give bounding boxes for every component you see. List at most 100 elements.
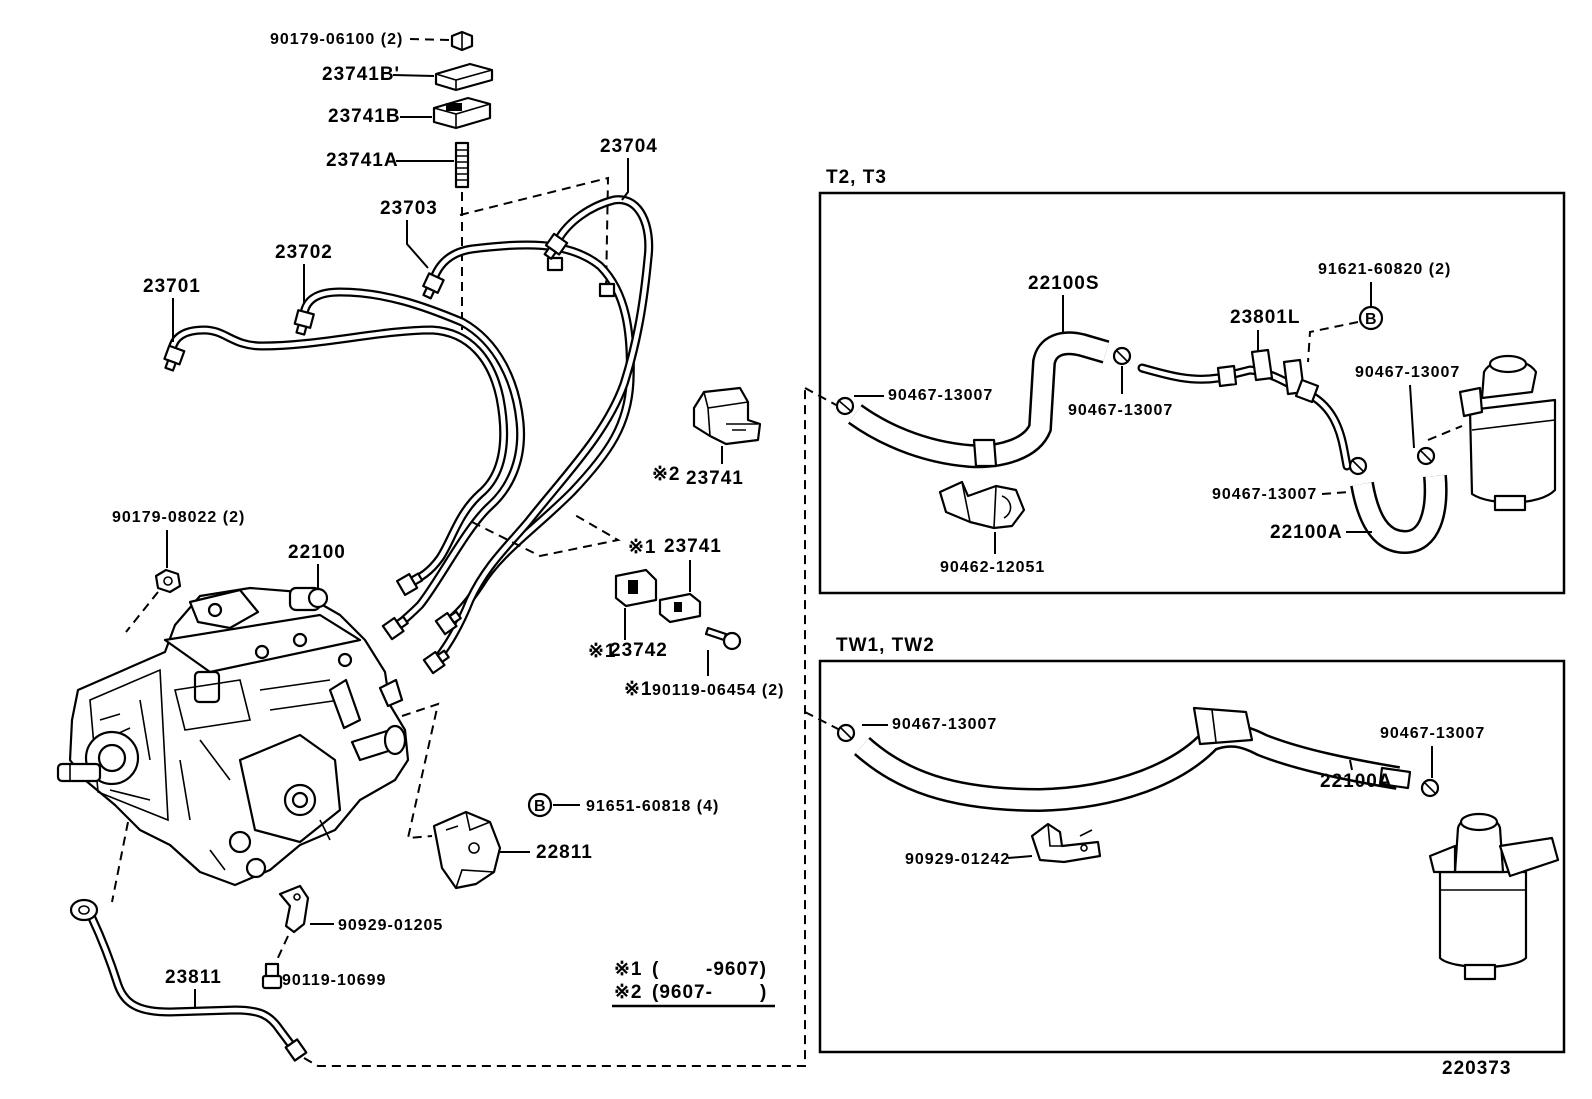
clamp-23741-mark1 <box>658 592 702 624</box>
clamp-23741b <box>432 96 492 130</box>
fitting-pipe-bottom-1 <box>395 572 424 597</box>
leader-hose-22100a-tw <box>1349 759 1353 771</box>
ref-b-t2: B <box>1358 305 1384 331</box>
fitting-pipe-bottom-2 <box>381 615 409 641</box>
label-mark2-clamp: ※2 <box>652 464 681 485</box>
label-pipe-23703: 23703 <box>380 198 438 219</box>
fuel-filter-tw <box>1428 812 1560 981</box>
top-nut <box>450 30 474 52</box>
label-nut-90179-08022: 90179-08022 (2) <box>112 509 245 526</box>
ref-b-bracket: B <box>527 792 553 818</box>
label-hose-22100a-t2: 22100A <box>1270 522 1343 543</box>
label-clamp-90462-12051: 90462-12051 <box>940 559 1045 576</box>
hose-22100a-tw <box>854 706 1412 813</box>
clamp-23741-mark2 <box>692 386 762 446</box>
label-bolt-91621-60820: 91621-60820 (2) <box>1318 261 1451 278</box>
label-pump-22100: 22100 <box>288 542 346 563</box>
label-clip-lower-t2: 90467-13007 <box>1212 486 1317 503</box>
hose-22100s <box>847 331 1110 469</box>
leader-clip-lower-t2 <box>1321 491 1351 495</box>
ref-b-bracket-letter: B <box>534 798 547 815</box>
dashed-return-line <box>303 386 806 1067</box>
clamp-90462-12051 <box>938 480 1026 530</box>
label-nut-top: 90179-06100 (2) <box>270 31 403 48</box>
label-mark1-clamp-23742: ※1 <box>588 641 617 662</box>
clamp-23741b-prime <box>434 62 494 92</box>
label-pipe-23701: 23701 <box>143 276 201 297</box>
tw1-tw2-box <box>818 659 1566 1054</box>
leader-pipe-23703 <box>406 220 429 269</box>
note2-mark: ※2 <box>614 982 643 1003</box>
label-clip-right-tw: 90467-13007 <box>1380 725 1485 742</box>
fitting-23701-top <box>163 344 186 372</box>
label-mark1-bolt: ※1 <box>624 679 653 700</box>
ref-b-t2-letter: B <box>1365 311 1378 328</box>
dashed-to-t2-box <box>804 387 839 407</box>
label-bolt-91651-60818: 91651-60818 (4) <box>586 798 719 815</box>
notes: ※1 ( -9607) ※2 (9607- ) <box>612 959 775 1008</box>
leader-clamp-23741b-prime <box>392 74 435 77</box>
leader-clip-right-t2 <box>1409 384 1415 449</box>
clamp-23742 <box>614 568 658 608</box>
leader-nut-top <box>409 38 451 41</box>
label-bolt-90119-10699: 90119-10699 <box>282 972 386 989</box>
bolt-90119-06454 <box>704 626 742 651</box>
label-clamp-23742: 23742 <box>610 640 668 661</box>
clip-right-tw <box>1420 778 1440 798</box>
note2-open: (9607- <box>652 982 713 1003</box>
label-clamp-23741-mark2: 23741 <box>686 468 744 489</box>
dashed-ref-b-t2 <box>1307 321 1359 363</box>
nut-90179-08022 <box>154 568 182 594</box>
dashed-pump-to-pipe <box>111 821 129 903</box>
clip-lower-t2 <box>1348 456 1368 476</box>
dashed-nut-to-pump <box>125 591 159 633</box>
label-bolt-90119-06454: 90119-06454 (2) <box>652 682 784 699</box>
injection-pipes <box>167 195 654 663</box>
fitting-23702-top <box>293 309 315 336</box>
pipe-clamp-small-2 <box>598 282 616 298</box>
note2-close: ) <box>760 982 767 1003</box>
label-clip-left-tw: 90467-13007 <box>892 716 997 733</box>
note1-close: -9607) <box>706 959 767 980</box>
fitting-pipe-bottom-3 <box>434 610 462 636</box>
label-bracket-22811: 22811 <box>536 842 593 863</box>
bracket-90929-01242 <box>1030 822 1102 864</box>
fitting-pipe-bottom-4 <box>422 649 450 675</box>
t2-t3-title: T2, T3 <box>826 167 887 188</box>
dashed-clamp-bolt <box>275 935 289 963</box>
label-pipe-23702: 23702 <box>275 242 333 263</box>
label-clamp-23741b-prime: 23741B' <box>322 64 400 85</box>
note1-mark: ※1 <box>614 959 643 980</box>
label-clamp-23741b: 23741B <box>328 106 401 127</box>
leader-pipe-23704 <box>621 158 629 201</box>
tw1-tw2-title: TW1, TW2 <box>836 635 935 656</box>
stud-23741a <box>454 141 470 189</box>
pipe-23811 <box>69 898 308 1062</box>
dashed-bracket-outline <box>401 702 440 840</box>
label-clip-left-t2: 90467-13007 <box>888 387 993 404</box>
bolt-90119-10699 <box>261 962 283 990</box>
note1-open: ( <box>652 959 659 980</box>
label-clip-middle-t2: 90467-13007 <box>1068 402 1173 419</box>
label-mark1-clamp-23741: ※1 <box>628 537 657 558</box>
label-stud-23741a: 23741A <box>326 150 399 171</box>
clip-left-t2 <box>835 396 855 416</box>
t2-t3-box <box>818 191 1566 595</box>
clip-right-t2 <box>1416 446 1436 466</box>
dashed-clip-to-filter-t2 <box>1427 425 1463 441</box>
dashed-to-tw-box <box>804 711 841 731</box>
fitting-23704-top <box>543 232 569 260</box>
hose-22100a-t2 <box>1350 475 1448 555</box>
bracket-22811 <box>432 810 502 890</box>
label-clip-right-t2: 90467-13007 <box>1355 364 1460 381</box>
clip-middle-t2 <box>1112 346 1132 366</box>
label-pipe-23811: 23811 <box>165 967 222 988</box>
clamp-90929-01205 <box>278 884 310 934</box>
fuel-filter-t2 <box>1458 354 1557 512</box>
diagram-id: 220373 <box>1442 1058 1511 1079</box>
injection-pump <box>56 586 410 887</box>
pipe-clamp-small-1 <box>546 256 564 272</box>
dashed-clamp-link <box>471 514 621 558</box>
label-bracket-90929-01242: 90929-01242 <box>905 851 1010 868</box>
